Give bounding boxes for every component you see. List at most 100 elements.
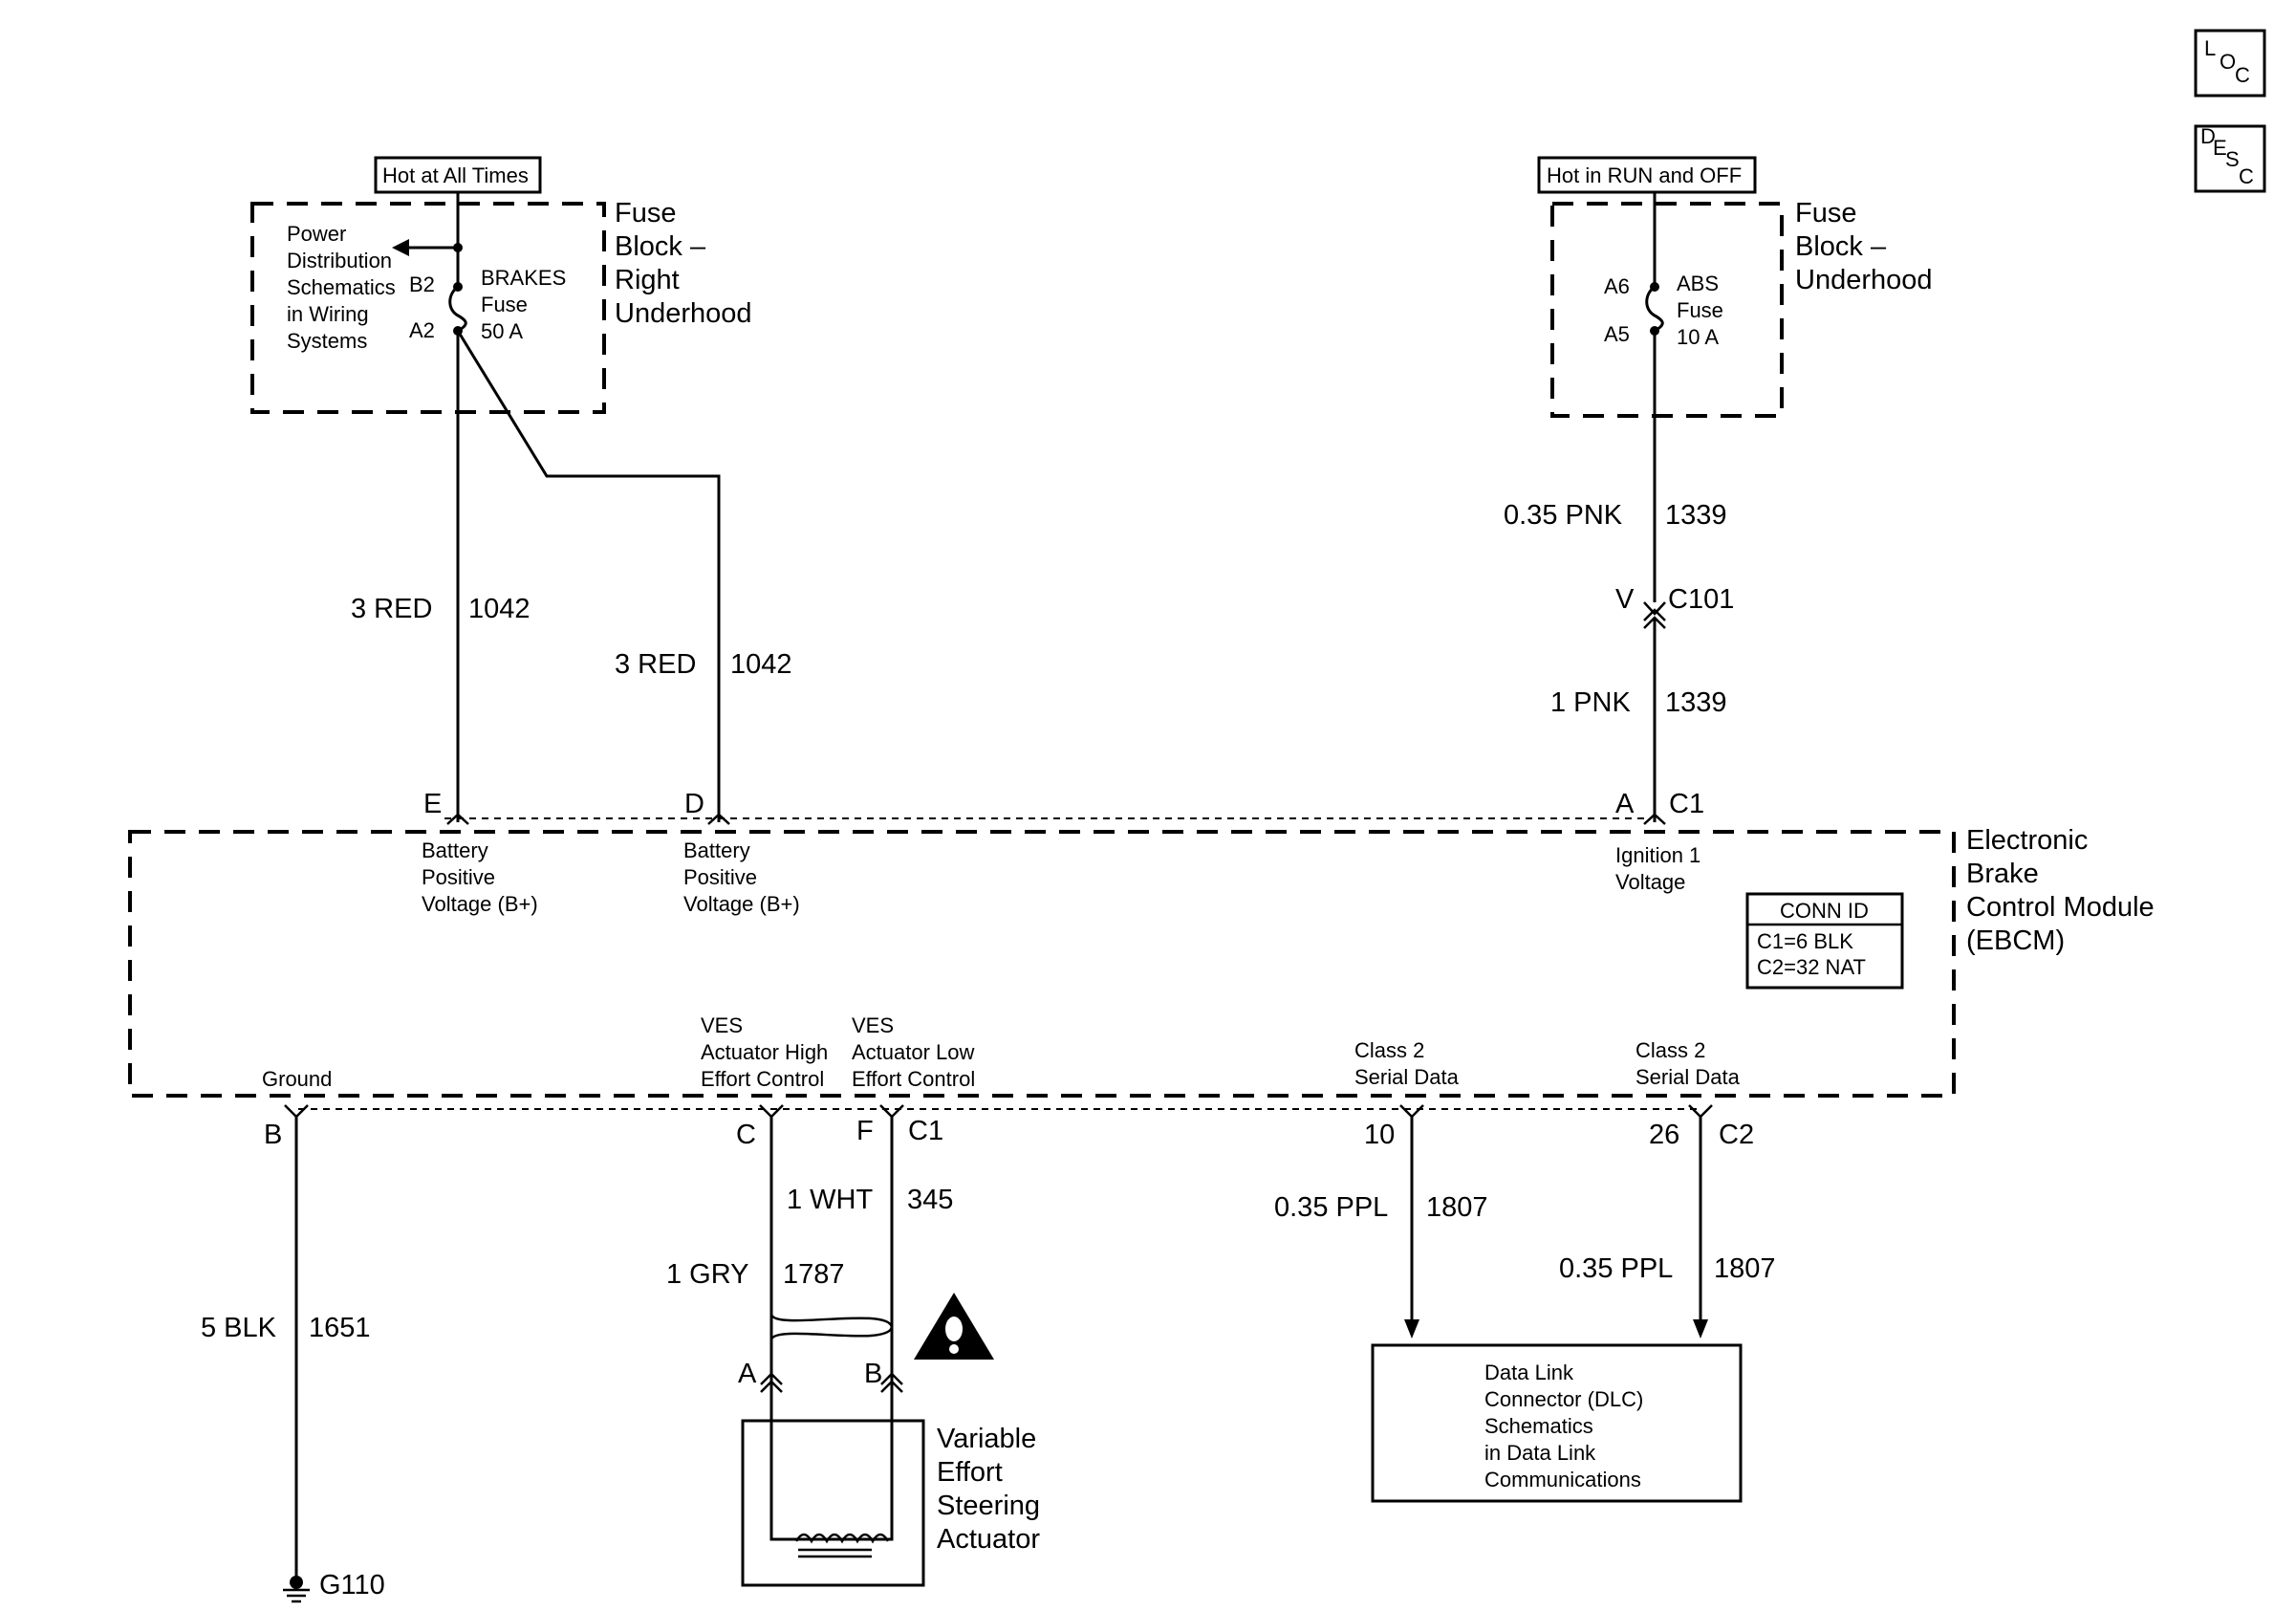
ground-wire: 5 BLK 1651 bbox=[201, 1117, 371, 1579]
ebcm-connector-c1-top: C1 bbox=[1669, 789, 1704, 819]
dlc-line-3: Schematics bbox=[1484, 1414, 1593, 1438]
wire-ves-f-circuit: 345 bbox=[907, 1185, 953, 1215]
pd-note-3: Schematics bbox=[287, 275, 396, 299]
svg-text:V: V bbox=[1615, 584, 1635, 615]
wire-ves-c-gauge: 1 GRY bbox=[666, 1259, 749, 1290]
ebcm-pin-f: F bbox=[856, 1116, 874, 1146]
ebcm-serial1-2: Serial Data bbox=[1354, 1065, 1460, 1089]
ebcm-ves-high-2: Actuator High bbox=[701, 1040, 828, 1064]
svg-text:0.35 PNK: 0.35 PNK bbox=[1504, 500, 1623, 531]
actuator-pin-a: A bbox=[738, 1359, 757, 1389]
brakes-fuse-name: BRAKES bbox=[481, 266, 566, 290]
ebcm-d-label-3: Voltage (B+) bbox=[683, 892, 800, 916]
ebcm-serial2-1: Class 2 bbox=[1635, 1038, 1705, 1062]
svg-text:D: D bbox=[2200, 124, 2216, 148]
actuator-title-3: Steering bbox=[937, 1491, 1040, 1521]
actuator-title-2: Effort bbox=[937, 1457, 1003, 1488]
svg-text:1042: 1042 bbox=[730, 649, 792, 680]
fuse-block-underhood: Hot in RUN and OFF Fuse Block – Underhoo… bbox=[1537, 156, 1933, 602]
fuse-pin-a2: A2 bbox=[409, 318, 435, 342]
svg-text:1339: 1339 bbox=[1665, 500, 1727, 531]
dlc-line-5: Communications bbox=[1484, 1468, 1641, 1491]
data-link-connector-box: Data Link Connector (DLC) Schematics in … bbox=[1371, 1343, 1743, 1503]
ebcm-a-label-1: Ignition 1 bbox=[1615, 843, 1700, 867]
svg-text:O: O bbox=[2220, 50, 2236, 74]
ebcm-title-3: Control Module bbox=[1966, 892, 2155, 923]
svg-text:E: E bbox=[2213, 136, 2227, 160]
svg-text:1339: 1339 bbox=[1665, 687, 1727, 718]
wire-ves-f-gauge: 1 WHT bbox=[787, 1185, 874, 1215]
ebcm-title-2: Brake bbox=[1966, 859, 2039, 889]
svg-text:L: L bbox=[2204, 36, 2216, 60]
svg-text:C: C bbox=[2239, 164, 2254, 188]
desc-icon[interactable]: D E S C bbox=[2194, 124, 2266, 193]
ebcm-ves-low-3: Effort Control bbox=[852, 1067, 975, 1091]
conn-id-line-2: C2=32 NAT bbox=[1757, 955, 1866, 979]
ebcm-e-label-3: Voltage (B+) bbox=[422, 892, 538, 916]
pd-note-1: Power bbox=[287, 222, 346, 246]
fuse-block-underhood-title-3: Underhood bbox=[1795, 265, 1933, 295]
actuator-title-1: Variable bbox=[937, 1424, 1036, 1454]
svg-text:0.35 PPL: 0.35 PPL bbox=[1274, 1192, 1388, 1223]
wire-ign-lower-label: 1 PNK 1339 bbox=[1550, 687, 1727, 718]
svg-text:1651: 1651 bbox=[309, 1313, 371, 1343]
pd-note-5: Systems bbox=[287, 329, 367, 353]
abs-fuse-rating: 10 A bbox=[1677, 325, 1719, 349]
dlc-line-4: in Data Link bbox=[1484, 1441, 1596, 1465]
ves-wires: 1 WHT 345 1 GRY 1787 bbox=[666, 1117, 953, 1384]
wire-ves-c-circuit: 1787 bbox=[783, 1259, 845, 1290]
ebcm-d-label-1: Battery bbox=[683, 838, 750, 862]
ebcm-module: Electronic Brake Control Module (EBCM) E… bbox=[128, 789, 2155, 1150]
ebcm-connector-c2: C2 bbox=[1719, 1120, 1754, 1150]
loc-icon[interactable]: L O C bbox=[2194, 29, 2266, 98]
serial-data-wire-1: 0.35 PPL 1807 bbox=[1274, 1117, 1488, 1339]
fuse-block-right-title-1: Fuse bbox=[615, 198, 676, 229]
svg-text:C101: C101 bbox=[1668, 584, 1734, 615]
fuse-block-right-underhood: Hot at All Times Fuse Block – Right Unde… bbox=[250, 156, 752, 822]
dlc-line-1: Data Link bbox=[1484, 1361, 1574, 1384]
fuse-block-right-title-4: Underhood bbox=[615, 298, 752, 329]
ebcm-ves-low-1: VES bbox=[852, 1013, 894, 1037]
ebcm-pin-d: D bbox=[684, 789, 704, 819]
svg-text:1 PNK: 1 PNK bbox=[1550, 687, 1631, 718]
ebcm-title-1: Electronic bbox=[1966, 825, 2088, 856]
abs-fuse-name: ABS bbox=[1677, 272, 1719, 295]
ebcm-pin-b: B bbox=[264, 1120, 282, 1150]
svg-text:5 BLK: 5 BLK bbox=[201, 1313, 277, 1343]
ebcm-ves-high-3: Effort Control bbox=[701, 1067, 824, 1091]
ebcm-a-label-2: Voltage bbox=[1615, 870, 1685, 894]
svg-text:1807: 1807 bbox=[1714, 1253, 1776, 1284]
variable-effort-steering-actuator: A B Variable Effort Steering Actuator bbox=[738, 1359, 1040, 1587]
dlc-line-2: Connector (DLC) bbox=[1484, 1387, 1643, 1411]
conn-id-line-1: C1=6 BLK bbox=[1757, 929, 1853, 953]
inline-connector-c101: V C101 bbox=[1615, 584, 1734, 822]
ebcm-pin-e: E bbox=[423, 789, 442, 819]
ebcm-pin-26: 26 bbox=[1649, 1120, 1679, 1150]
ebcm-ground-label: Ground bbox=[262, 1067, 332, 1091]
caution-icon bbox=[914, 1293, 994, 1360]
hot-at-all-times-label: Hot at All Times bbox=[382, 163, 529, 187]
hot-in-run-label-box bbox=[1537, 156, 1757, 194]
wire-d-label: 3 RED 1042 bbox=[615, 649, 792, 680]
svg-text:0.35 PPL: 0.35 PPL bbox=[1559, 1253, 1673, 1284]
svg-text:1807: 1807 bbox=[1426, 1192, 1488, 1223]
pd-note-4: in Wiring bbox=[287, 302, 369, 326]
ebcm-ves-low-2: Actuator Low bbox=[852, 1040, 975, 1064]
ebcm-d-label-2: Positive bbox=[683, 865, 757, 889]
svg-text:C: C bbox=[2235, 63, 2250, 87]
fuse-pin-a6: A6 bbox=[1604, 274, 1630, 298]
ebcm-pin-10: 10 bbox=[1364, 1120, 1395, 1150]
fuse-block-underhood-title-2: Block – bbox=[1795, 231, 1887, 262]
conn-id-box bbox=[1745, 892, 1904, 990]
abs-fuse-word: Fuse bbox=[1677, 298, 1723, 322]
svg-text:S: S bbox=[2225, 147, 2240, 171]
fuse-block-right-title-3: Right bbox=[615, 265, 680, 295]
ebcm-title-4: (EBCM) bbox=[1966, 925, 2065, 956]
ebcm-pin-c: C bbox=[736, 1120, 756, 1150]
serial-data-wire-2: 0.35 PPL 1807 bbox=[1559, 1117, 1776, 1339]
conn-id-title: CONN ID bbox=[1780, 899, 1869, 923]
ebcm-pin-a: A bbox=[1615, 789, 1635, 819]
brakes-fuse-word: Fuse bbox=[481, 293, 528, 316]
svg-text:3 RED: 3 RED bbox=[615, 649, 696, 680]
svg-text:3 RED: 3 RED bbox=[351, 594, 432, 624]
